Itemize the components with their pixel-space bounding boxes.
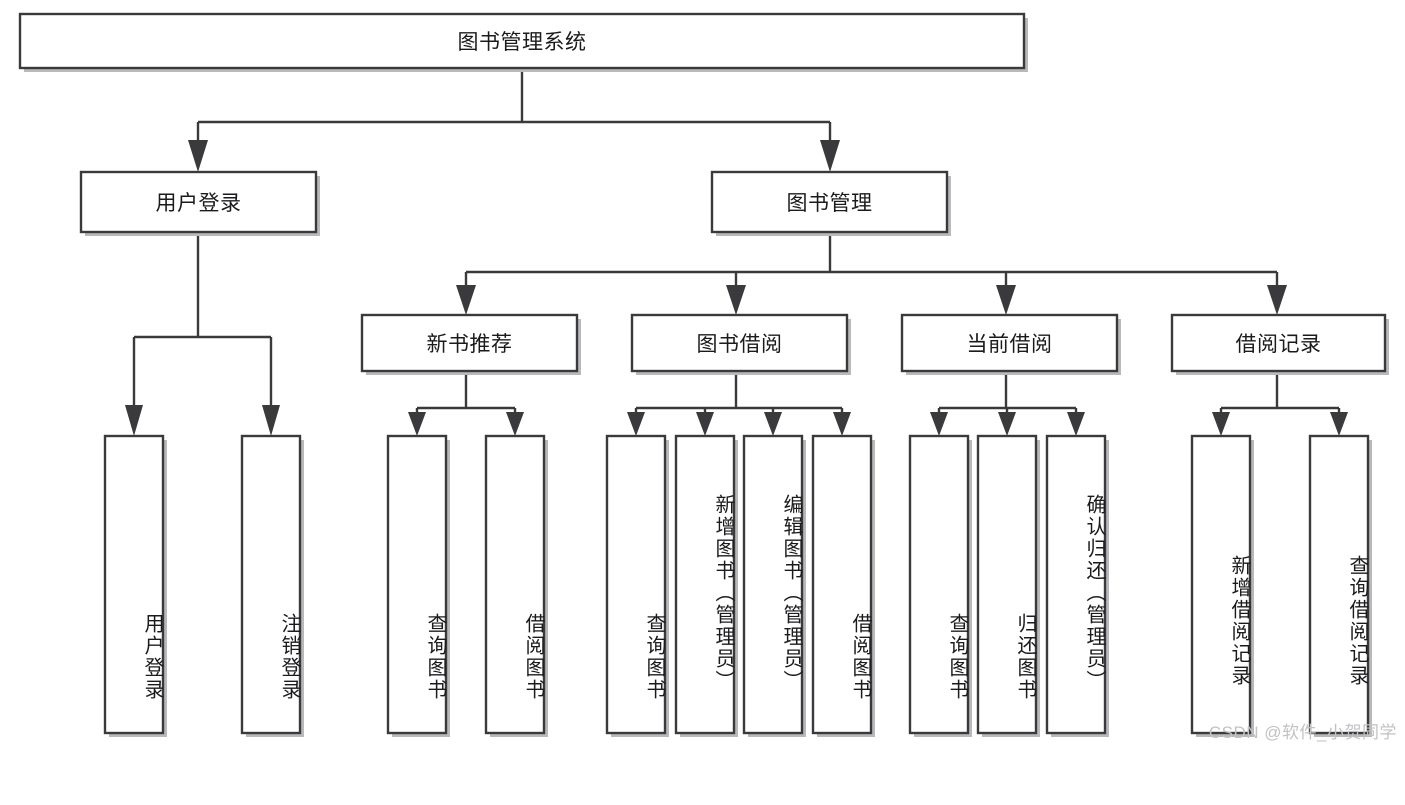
leaf-confirm-return-box[interactable] (1045, 434, 1107, 735)
arrowhead-leaf-query-book-3 (930, 412, 948, 436)
connector-group-user-login (125, 232, 280, 436)
connector-group-root (188, 68, 840, 172)
leaf-return-book-box[interactable] (976, 434, 1038, 735)
arrowhead-leaf-add-record (1212, 412, 1230, 436)
arrowhead-leaf-user-login (125, 405, 143, 436)
leaf-query-record-box[interactable] (1308, 434, 1370, 735)
leaf-user-logout-box[interactable] (240, 434, 302, 735)
user-login-box[interactable] (79, 170, 318, 234)
arrowhead-leaf-borrow-book-1 (506, 412, 524, 436)
current-borrow-box[interactable] (900, 313, 1119, 373)
arrowhead-leaf-query-book-2 (627, 412, 645, 436)
arrowhead-leaf-add-book (696, 412, 714, 436)
arrowhead-leaf-confirm-return (1067, 412, 1085, 436)
leaf-user-login-box[interactable] (103, 434, 165, 735)
new-book-rec-box[interactable] (360, 313, 579, 373)
leaf-edit-book-box[interactable] (742, 434, 804, 735)
leaf-query-book-1-box[interactable] (386, 434, 448, 735)
arrowhead-borrow-record (1267, 285, 1287, 315)
arrowhead-user-login (188, 140, 208, 172)
connector-group-book-borrow (627, 375, 851, 436)
arrowhead-leaf-query-book-1 (408, 412, 426, 436)
connector-group-new-book-rec (408, 375, 524, 436)
arrowhead-leaf-user-logout (262, 405, 280, 436)
functional-structure-diagram: 图书管理系统 用户登录 图书管理 新书推荐 图书借阅 当前借阅 借阅记录 用户登… (18, 12, 1396, 742)
arrowhead-leaf-return-book (998, 412, 1016, 436)
arrowhead-leaf-borrow-book-2 (833, 412, 851, 436)
arrowhead-leaf-edit-book (764, 412, 782, 436)
leaf-query-book-3-box[interactable] (908, 434, 970, 735)
book-manage-box[interactable] (710, 170, 949, 234)
arrowhead-book-manage (820, 140, 840, 172)
root-box[interactable] (18, 12, 1026, 70)
book-borrow-box[interactable] (630, 313, 849, 373)
connector-group-borrow-record (1212, 375, 1348, 436)
arrowhead-new-book-rec (456, 285, 476, 315)
arrowhead-current-borrow (996, 285, 1016, 315)
leaf-borrow-book-1-box[interactable] (484, 434, 546, 735)
diagram-canvas (18, 12, 1389, 737)
arrowhead-book-borrow (726, 285, 746, 315)
leaf-borrow-book-2-box[interactable] (811, 434, 873, 735)
leaf-add-record-box[interactable] (1190, 434, 1252, 735)
borrow-record-box[interactable] (1170, 313, 1387, 373)
leaf-query-book-2-box[interactable] (605, 434, 667, 735)
leaf-add-book-box[interactable] (674, 434, 736, 735)
arrowhead-leaf-query-record (1330, 412, 1348, 436)
connector-group-book-manage (456, 232, 1287, 315)
connector-group-current-borrow (930, 375, 1085, 436)
